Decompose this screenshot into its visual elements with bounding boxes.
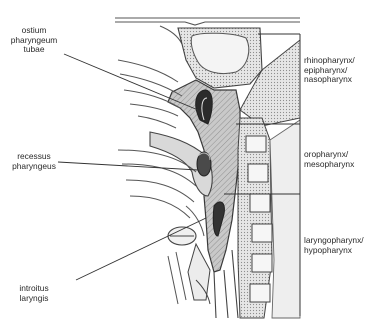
label-laryngopharynx: laryngopharynx/ hypopharynx xyxy=(304,236,364,255)
label-introitus-laryngis: introitus laryngis xyxy=(4,284,64,303)
leader-introitus xyxy=(76,218,206,280)
sphenoid-sinus xyxy=(178,28,262,88)
label-ostium-pharyngeum-tubae: ostium pharyngeum tubae xyxy=(2,26,66,55)
label-rhinopharynx: rhinopharynx/ epipharynx/ nasopharynx xyxy=(304,56,355,85)
palatine-tonsil xyxy=(197,152,211,176)
larynx xyxy=(168,227,210,304)
cervical-spine xyxy=(238,118,272,318)
prevertebral-tissue xyxy=(270,120,300,318)
leader-recessus xyxy=(58,162,198,170)
label-recessus-pharyngeus: recessus pharyngeus xyxy=(2,152,66,171)
label-oropharynx: oropharynx/ mesopharynx xyxy=(304,150,354,169)
